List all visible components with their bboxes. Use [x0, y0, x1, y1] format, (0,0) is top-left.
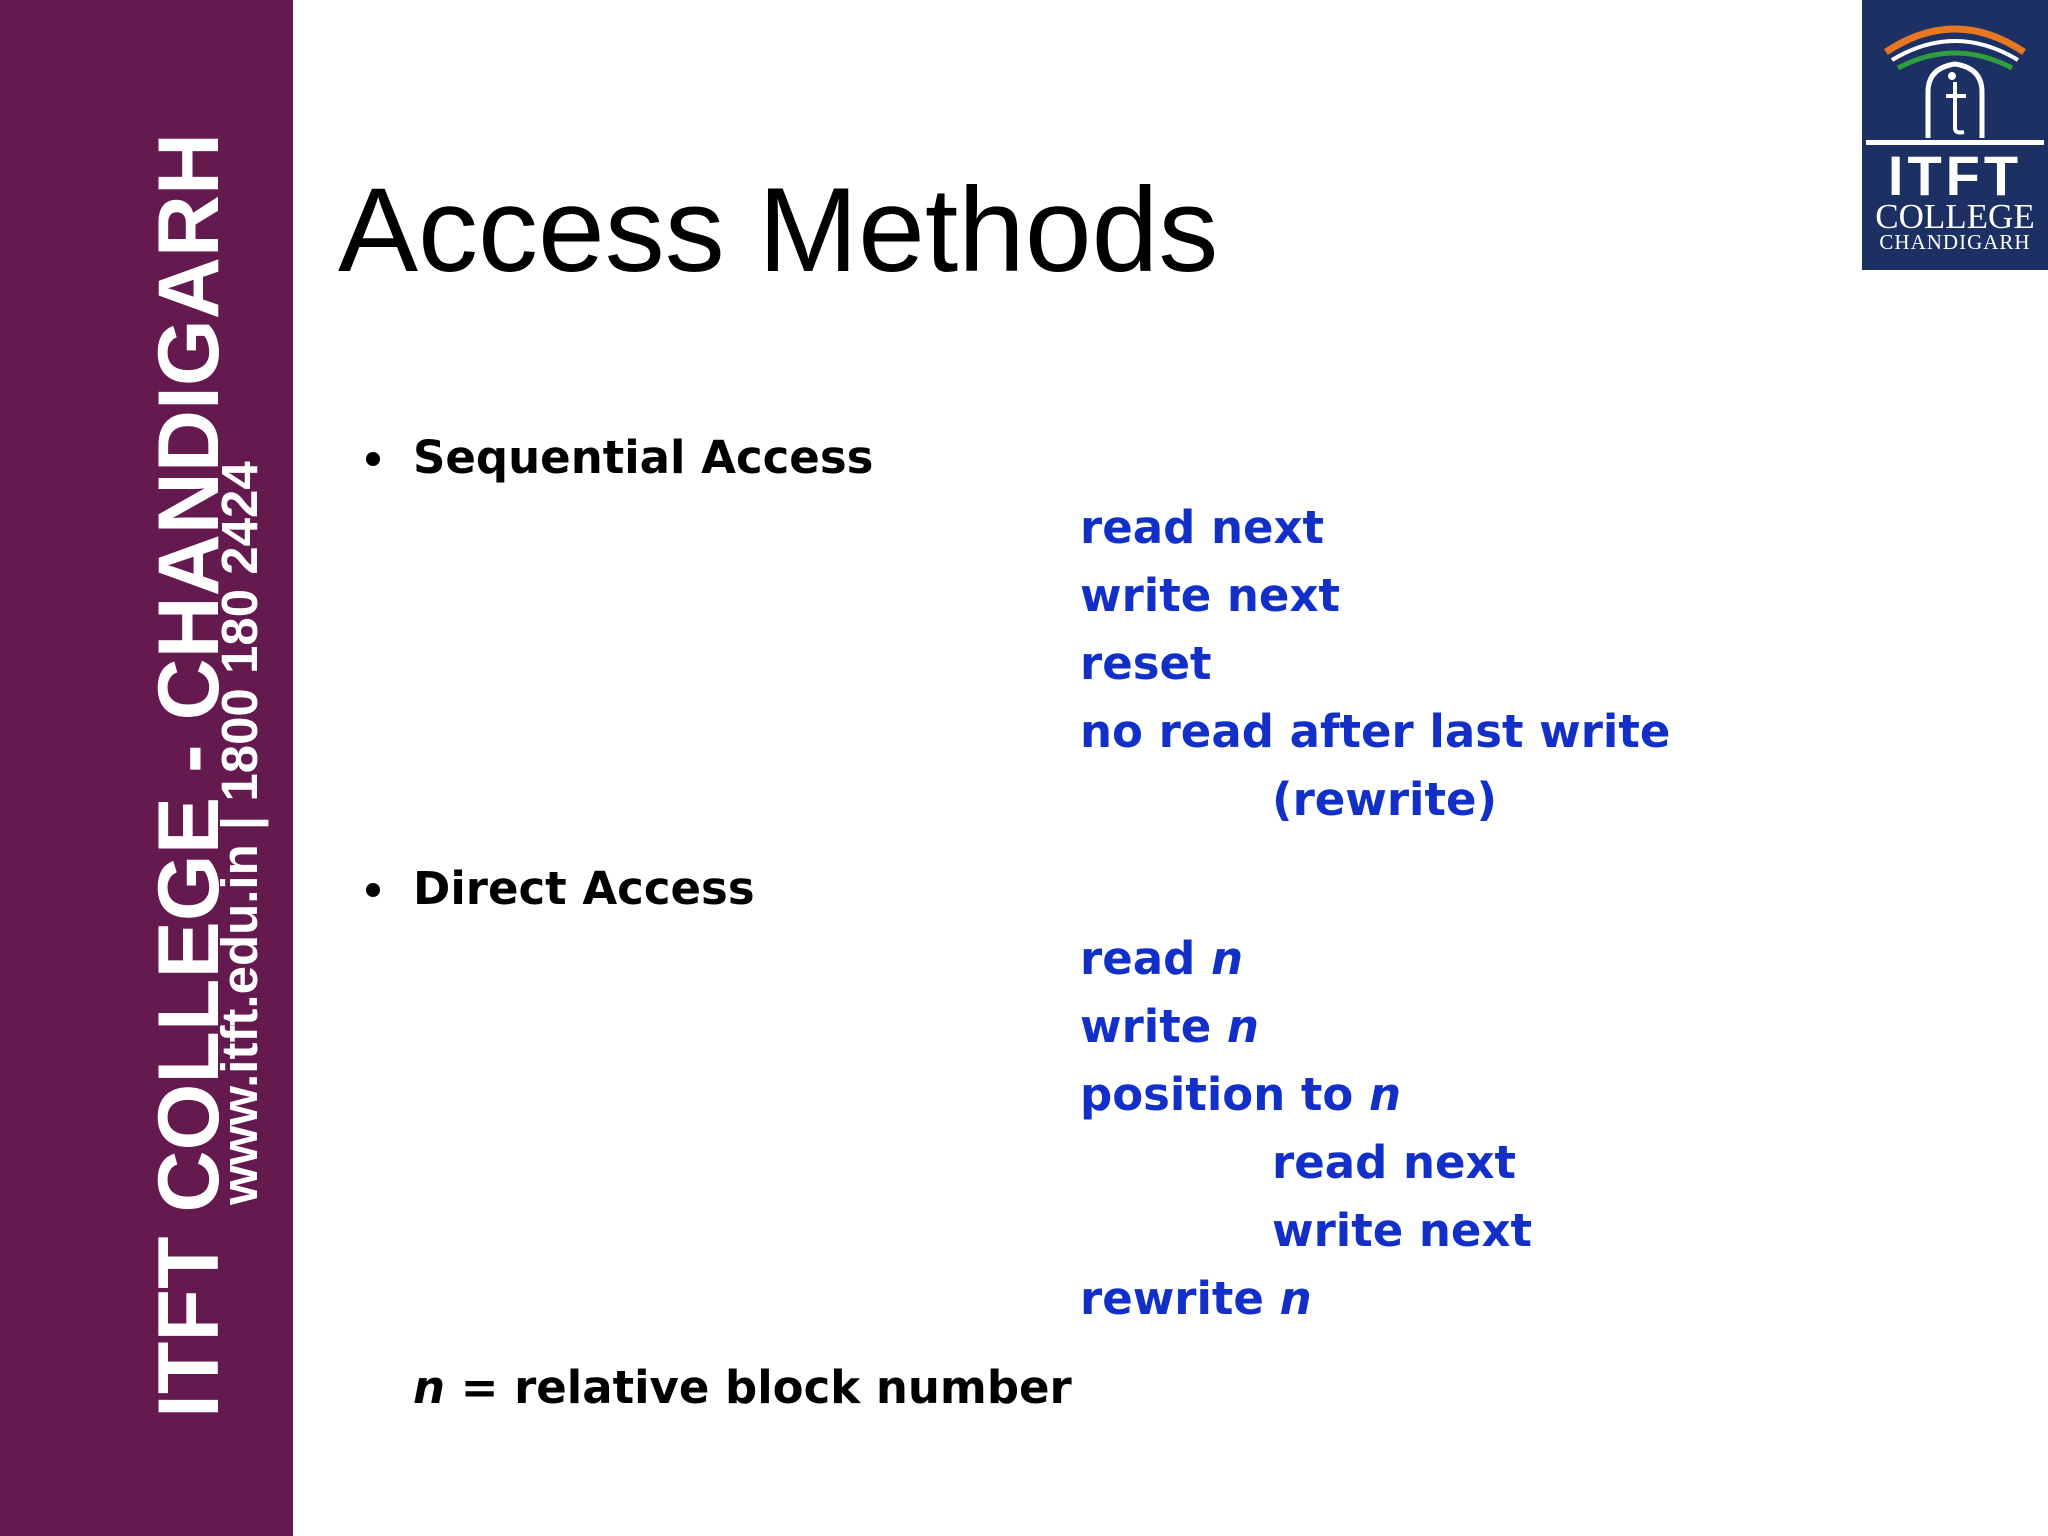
bullet-point	[366, 452, 380, 466]
sidebar-contact: www.itft.edu.in | 1800 180 2424	[211, 461, 268, 1205]
op-write-n: write n	[1080, 1000, 1259, 1053]
op-rewrite-note: (rewrite)	[1272, 773, 1498, 826]
sidebar-banner: ITFT COLLEGE - CHANDIGARH www.itft.edu.i…	[0, 0, 293, 1536]
slide-title: Access Methods	[338, 163, 1219, 297]
op-read-n: read n	[1080, 932, 1244, 985]
op-write-next: write next	[1080, 569, 1340, 622]
op-position-to-n: position to n	[1080, 1068, 1402, 1121]
op-rewrite-n: rewrite n	[1080, 1272, 1312, 1325]
sequential-access-heading: Sequential Access	[413, 431, 874, 484]
bullet-point	[366, 883, 380, 897]
op-no-read-after-last-write: no read after last write	[1080, 705, 1671, 758]
logo-emblem-icon	[1866, 25, 2044, 145]
direct-access-heading: Direct Access	[413, 862, 755, 915]
logo-college-text: COLLEGE	[1875, 197, 2035, 236]
college-logo: ITFT COLLEGE CHANDIGARH	[1862, 0, 2048, 270]
op-write-next-indented: write next	[1272, 1204, 1532, 1257]
op-read-next: read next	[1080, 501, 1325, 554]
logo-itft-text: ITFT	[1887, 144, 2023, 207]
logo-city-text: CHANDIGARH	[1879, 230, 2031, 254]
op-read-next-indented: read next	[1272, 1136, 1517, 1189]
op-reset: reset	[1080, 637, 1212, 690]
footnote-relative-block: n = relative block number	[413, 1361, 1072, 1414]
